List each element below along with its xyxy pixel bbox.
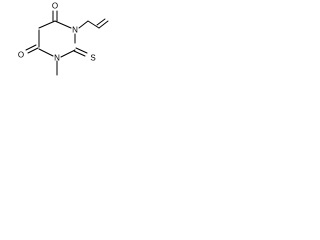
bond-c6-o-a <box>27 47 39 54</box>
bond-c2-s-b <box>73 50 86 57</box>
bond-c4-n3 <box>54 20 72 29</box>
carbonyl-top <box>52 10 58 22</box>
molecule-structure: O N O N S <box>18 2 109 76</box>
bond-ch-ch2-a <box>98 20 109 29</box>
atom-nitrogen-right: N <box>72 26 78 35</box>
bond-ch-ch2-b <box>96 18 106 26</box>
bond-c2-n1 <box>60 49 76 58</box>
thiocarbonyl <box>73 47 88 57</box>
bond-c2-s-a <box>75 47 88 54</box>
bond-c6-o-b <box>25 44 37 51</box>
atom-sulfur: S <box>90 54 95 63</box>
atom-oxygen-top: O <box>52 2 58 11</box>
bond-c5-c4 <box>38 20 56 29</box>
allyl-group <box>78 18 109 29</box>
atom-nitrogen-left: N <box>54 54 60 63</box>
carbonyl-bottom <box>25 44 39 54</box>
atom-oxygen-bottom: O <box>18 51 24 60</box>
bond-ch2-ch <box>87 20 100 29</box>
ring-bonds <box>38 20 76 58</box>
bond-n1-c6 <box>38 48 54 57</box>
bond-n3-ch2 <box>78 20 89 29</box>
